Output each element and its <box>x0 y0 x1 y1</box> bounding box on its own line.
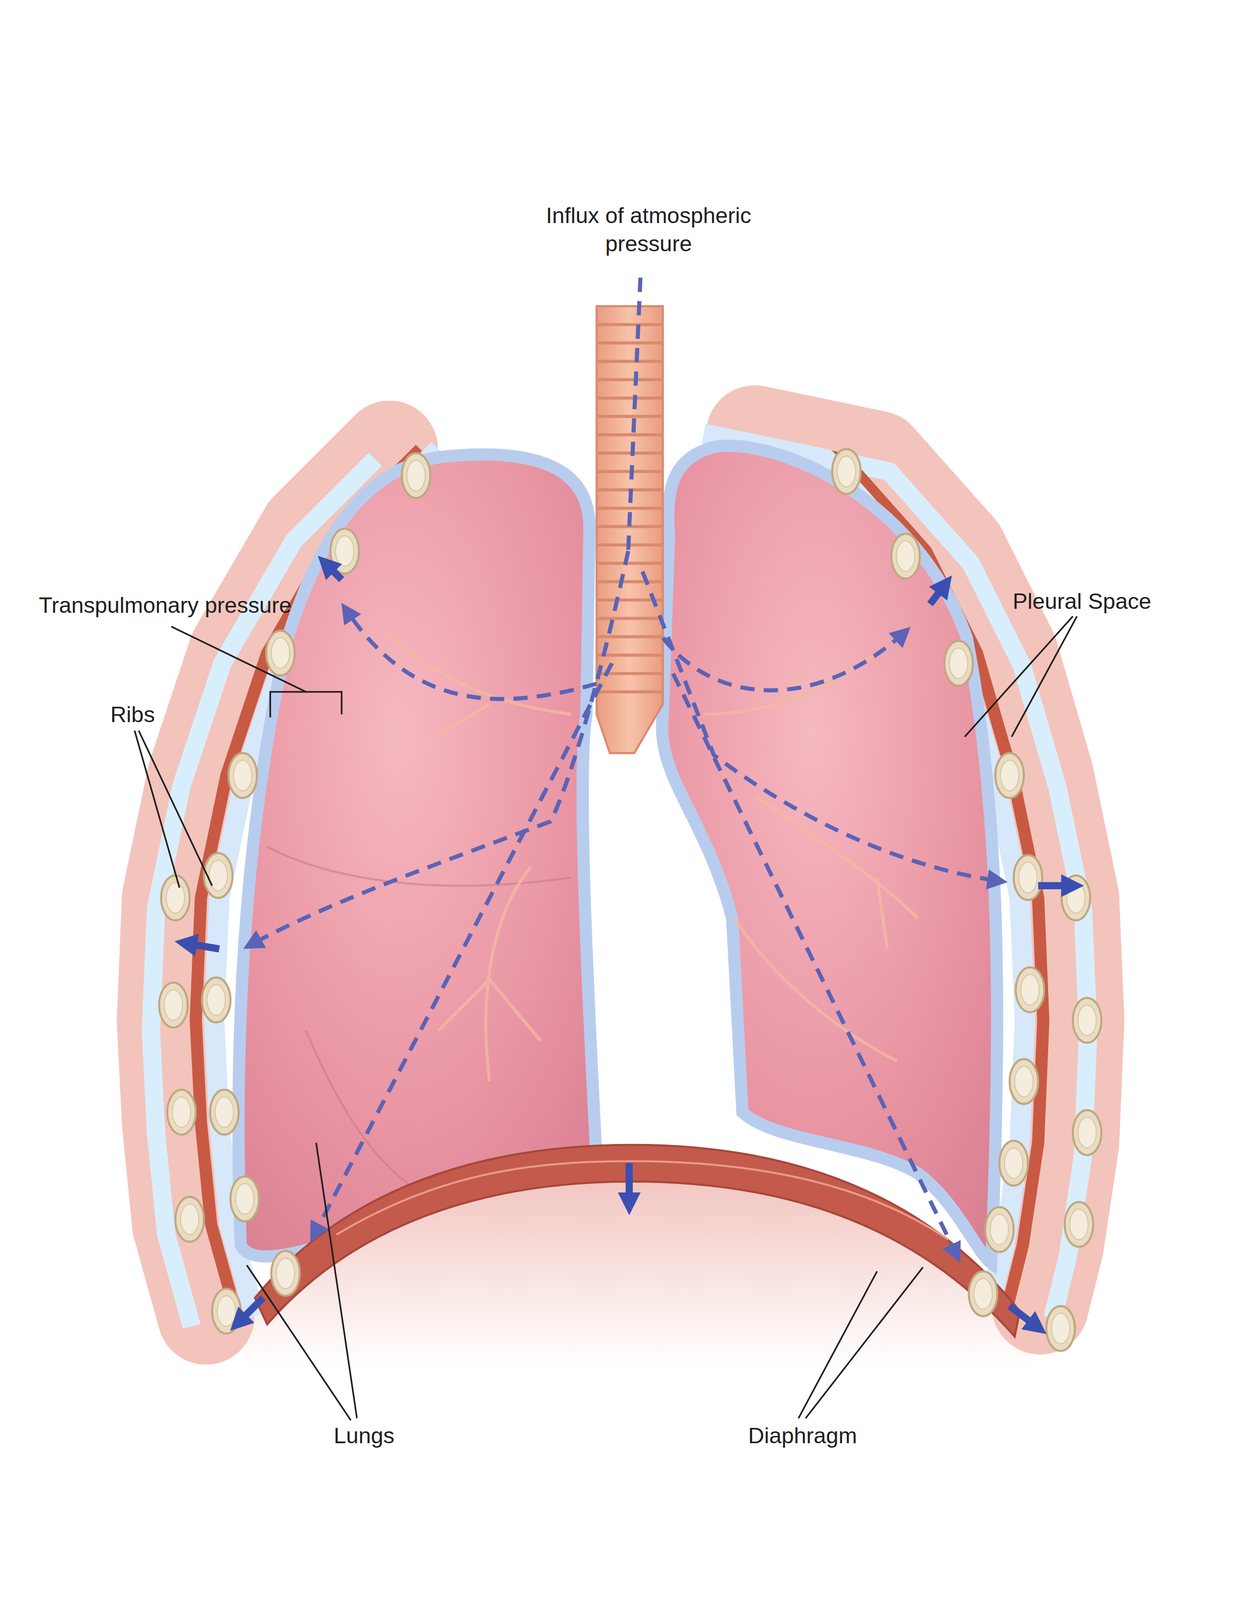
diaphragm-fibres <box>336 1160 949 1240</box>
part-label: Diaphragm <box>748 1421 857 1450</box>
rib <box>995 752 1024 798</box>
rib <box>1009 1058 1039 1104</box>
rib <box>167 1089 196 1135</box>
rib <box>891 533 921 579</box>
expansion-arrows <box>183 562 1075 1328</box>
rib <box>271 1250 301 1296</box>
rib <box>159 982 188 1028</box>
annotation-label: Influx of atmospheric pressure <box>523 201 774 258</box>
rib <box>161 875 190 921</box>
rib <box>985 1206 1015 1252</box>
rib <box>330 528 359 574</box>
right-lung <box>662 445 998 1263</box>
rib <box>265 630 295 676</box>
rib <box>1013 854 1043 900</box>
rib <box>401 452 431 498</box>
rib <box>1046 1305 1075 1351</box>
rib <box>1072 997 1102 1043</box>
part-label: Transpulmonary pressure <box>38 591 292 619</box>
left-lung <box>238 454 597 1257</box>
left-lung-fissure <box>266 846 572 1184</box>
rib <box>228 752 258 798</box>
rib <box>969 1270 998 1316</box>
part-label: Lungs <box>333 1421 395 1450</box>
rib <box>1064 1201 1094 1247</box>
leader-lines <box>134 616 1077 1420</box>
airflow-arrows <box>246 277 1004 1259</box>
rib <box>204 852 233 898</box>
part-label: Ribs <box>110 700 155 729</box>
trachea-rings <box>597 324 663 692</box>
rib <box>1072 1109 1102 1155</box>
rib <box>999 1140 1028 1186</box>
ribs <box>159 448 1102 1351</box>
trachea <box>596 306 663 753</box>
rib <box>944 640 973 686</box>
rib <box>175 1196 205 1242</box>
rib <box>1015 967 1045 1013</box>
rib <box>832 448 861 494</box>
part-label: Pleural Space <box>1012 587 1151 616</box>
rib <box>212 1288 241 1334</box>
rib <box>201 976 231 1022</box>
rib <box>210 1089 239 1135</box>
diaphragm-muscle <box>255 1144 1020 1337</box>
rib <box>230 1176 260 1222</box>
